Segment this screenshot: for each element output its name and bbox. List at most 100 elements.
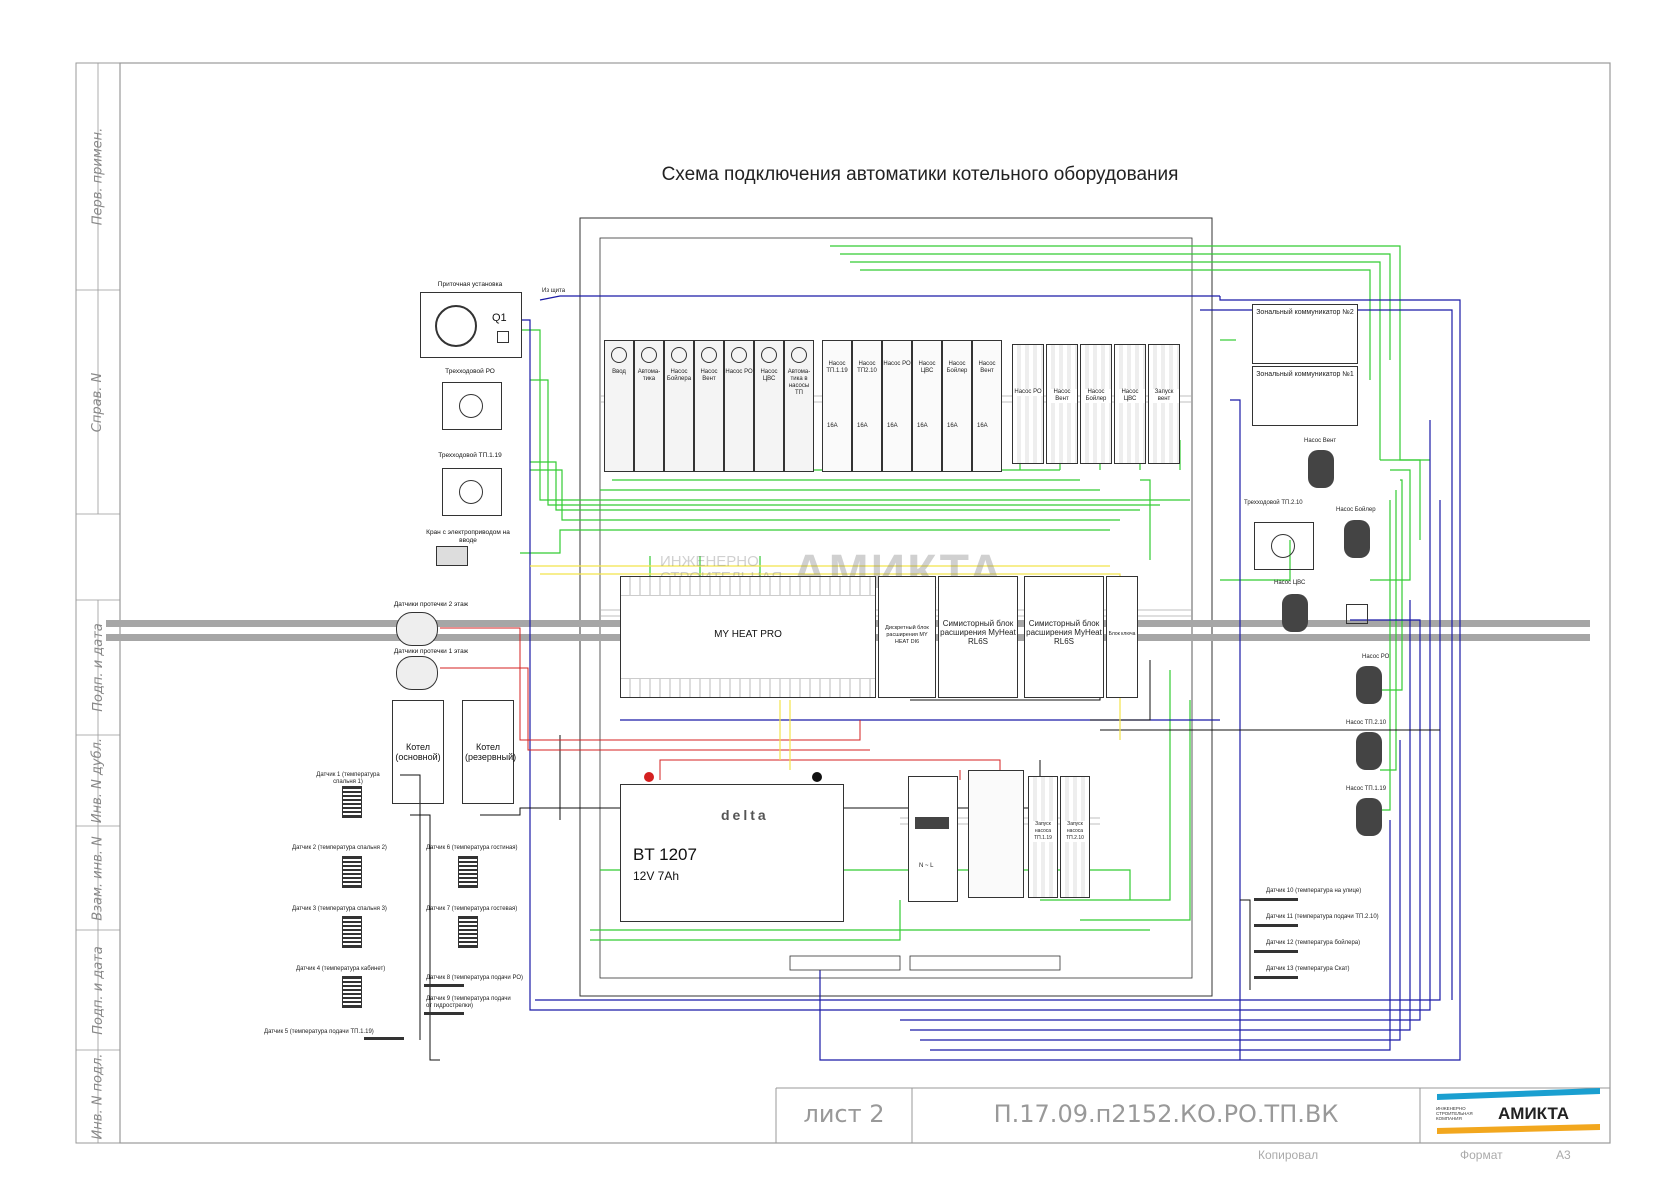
valve-tp119 xyxy=(442,468,502,516)
room-sensor-icon xyxy=(342,916,362,948)
cabinet-inner xyxy=(599,237,1193,979)
pump-icon xyxy=(1344,520,1370,558)
inlet-valve-label: Кран с электроприводом на вводе xyxy=(426,529,510,544)
sensor-label: Датчик 10 (температура на улице) xyxy=(1266,888,1362,894)
room-sensor-icon xyxy=(342,786,362,818)
leak-sensor-1 xyxy=(396,656,438,690)
power-supply: N ~ L xyxy=(908,776,958,902)
battery-terminal-plus xyxy=(644,772,654,782)
leak-sensor-1-label: Датчики протечки 1 этаж xyxy=(393,648,469,655)
sensor-label: Датчик 12 (температура бойлера) xyxy=(1266,940,1361,946)
relay-module: Насос Вент xyxy=(1046,344,1078,464)
room-sensor-icon xyxy=(458,916,478,948)
pump-icon xyxy=(1356,732,1382,770)
document-code: П.17.09.п2152.КО.РО.ТП.ВК xyxy=(993,1100,1339,1128)
company-logo: ИНЖЕНЕРНО СТРОИТЕЛЬНАЯ КОМПАНИЯ АМИКТА xyxy=(1436,1104,1570,1123)
breaker-module: Автома-тика xyxy=(634,340,664,472)
battery-brand-logo: delta xyxy=(721,807,769,823)
supply-unit xyxy=(420,292,522,358)
relay-module-tp119: Запуск насоса ТП.1.19 xyxy=(1028,776,1058,898)
side-label-6: Подп. и дата xyxy=(90,945,106,1035)
probe-sensor-icon xyxy=(1254,924,1298,927)
relay-module: Насос РО xyxy=(1012,344,1044,464)
side-label-1: Перв. примен. xyxy=(90,127,106,226)
side-label-5: Взам. инв. N xyxy=(90,835,106,921)
room-sensor-icon xyxy=(458,856,478,888)
valve-dial-icon xyxy=(459,480,483,504)
side-label-4: Инв. N дубл. xyxy=(90,737,106,824)
relay-module: Насос Бойлер xyxy=(1080,344,1112,464)
cabinet-outer xyxy=(579,217,1213,997)
breaker-module: Ввод xyxy=(604,340,634,472)
valve-tp119-label: Трехходовой ТП.1.19 xyxy=(438,452,502,459)
probe-sensor-icon xyxy=(424,1012,464,1015)
probe-sensor-icon xyxy=(1254,976,1298,979)
probe-sensor-icon xyxy=(1254,898,1298,901)
inlet-valve-icon xyxy=(436,546,468,566)
sensor-label: Датчик 9 (температура подачи от гидростр… xyxy=(426,996,511,1009)
pump-vent-label: Насос Вент xyxy=(1304,438,1337,444)
breaker-module: Насос Вент xyxy=(694,340,724,472)
sensor-label: Датчик 6 (температура гостиная) xyxy=(426,845,518,851)
leak-sensor-2 xyxy=(396,612,438,646)
battery: delta BT 1207 12V 7Ah xyxy=(620,784,844,922)
zone-communicator-1: Зональный коммуникатор №1 xyxy=(1252,366,1358,426)
leak-sensor-2-label: Датчики протечки 2 этаж xyxy=(393,601,469,608)
ext-triac-module-2: Симисторный блок расширения MyHeat RL6S xyxy=(1024,576,1104,698)
sensor-label: Датчик 3 (температура спальня 3) xyxy=(292,906,387,912)
valve-ro-label: Трехходовой РО xyxy=(445,368,495,375)
breaker-module: Насос РО xyxy=(724,340,754,472)
din-breaker-pair xyxy=(968,770,1024,898)
gsm-key-module: Блок ключа xyxy=(1106,576,1138,698)
relay-module: Запуск вент xyxy=(1148,344,1180,464)
valve-dial-icon xyxy=(1271,534,1295,558)
room-sensor-icon xyxy=(342,976,362,1008)
sensor-label: Датчик 11 (температура подачи ТП.2.10) xyxy=(1266,914,1379,920)
boiler-main: Котел (основной) xyxy=(392,700,444,804)
valve-tp210 xyxy=(1254,522,1314,570)
supply-unit-fan-icon xyxy=(435,305,477,347)
room-sensor-icon xyxy=(342,856,362,888)
pump-dhw-label: Насос ЦВС xyxy=(1274,580,1306,586)
sensor-label: Датчик 7 (температура гостевая) xyxy=(426,906,518,912)
terminal-strip-right xyxy=(909,955,1061,971)
side-label-7: Инв. N подл. xyxy=(90,1053,106,1140)
breaker-module: Насос Бойлера xyxy=(664,340,694,472)
diagram-title: Схема подключения автоматики котельного … xyxy=(661,164,1179,185)
sensor-label: Датчик 13 (температура Скат) xyxy=(1266,966,1350,972)
probe-sensor-icon xyxy=(1254,950,1298,953)
pump-tp210-label: Насос ТП.2.10 xyxy=(1346,720,1387,726)
probe-sensor-icon xyxy=(364,1037,404,1040)
valve-dial-icon xyxy=(459,394,483,418)
pump-icon xyxy=(1356,798,1382,836)
breaker-row-a: Ввод Автома-тика Насос Бойлера Насос Вен… xyxy=(604,340,816,472)
relay-module-tp210: Запуск насоса ТП.2.10 xyxy=(1060,776,1090,898)
format-value: А3 xyxy=(1556,1148,1571,1162)
zone-communicator-2: Зональный коммуникатор №2 xyxy=(1252,304,1358,364)
relay-module: Насос ЦВС xyxy=(1114,344,1146,464)
valve-ro xyxy=(442,382,502,430)
q1-label: Q1 xyxy=(492,312,507,324)
terminal-strip-left xyxy=(789,955,901,971)
sensor-label: Датчик 5 (температура подачи ТП.1.19) xyxy=(264,1029,374,1035)
side-label-3: Подп. и дата xyxy=(90,623,106,712)
boiler-reserve: Котел (резервный) xyxy=(462,700,516,804)
battery-terminal-minus xyxy=(812,772,822,782)
supply-unit-label: Приточная установка xyxy=(437,281,503,288)
pump-boiler-label: Насос Бойлер xyxy=(1336,507,1376,513)
from-panel-label: Из щита xyxy=(542,288,566,294)
ext-discrete-module: Дискретный блок расширения MY HEAT DI6 xyxy=(878,576,936,698)
relay-row-top: Насос РО Насос Вент Насос Бойлер Насос Ц… xyxy=(1012,344,1182,464)
sensor-label: Датчик 2 (температура спальня 2) xyxy=(292,845,387,851)
sheet-number: лист 2 xyxy=(803,1100,885,1128)
ext-triac-module-1: Симисторный блок расширения MyHeat RL6S xyxy=(938,576,1018,698)
pump-icon xyxy=(1308,450,1334,488)
sensor-label: Датчик 1 (температура спальня 1) xyxy=(316,772,380,785)
myheat-pro-controller: MY HEAT PRO xyxy=(620,576,876,698)
